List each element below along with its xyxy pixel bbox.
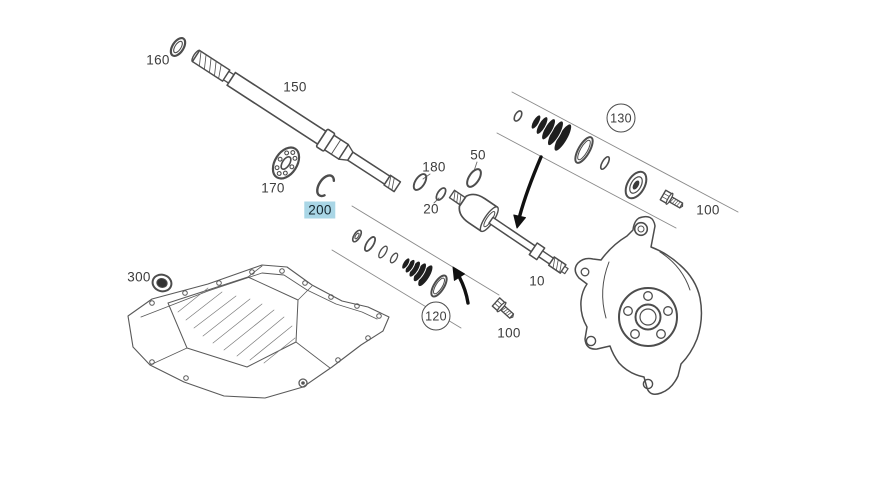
callout-130-7[interactable]: 130: [606, 103, 636, 133]
part-axle-assembly-10: [448, 189, 569, 275]
callout-100-11[interactable]: 100: [497, 325, 521, 341]
callout-20-6[interactable]: 20: [423, 201, 439, 217]
part-shaft-150: [191, 49, 402, 193]
kit-130-joint-housing: [624, 170, 648, 200]
kit-120-large-ring: [430, 274, 448, 298]
kit-120-clamp: [389, 252, 399, 264]
kit-130-boot: [530, 114, 573, 152]
install-arrow-120-to-axle: [452, 266, 470, 305]
part-seal-160: [169, 36, 187, 58]
part-oil-pan: [127, 264, 390, 399]
oil-pan-hatching: [177, 287, 296, 364]
oil-pan-bolt-holes: [149, 268, 382, 381]
part-clamp-20: [435, 187, 447, 201]
kit-130-small-ring: [599, 155, 611, 171]
part-clamp-50: [466, 168, 482, 188]
part-bearing-170: [271, 146, 301, 180]
install-arrow-130-to-axle: [513, 155, 543, 229]
kit-130-large-ring: [574, 136, 594, 164]
callout-120-10[interactable]: 120: [421, 301, 451, 331]
callout-170-2[interactable]: 170: [261, 180, 285, 196]
callout-180-4[interactable]: 180: [422, 159, 446, 175]
kit-120-boot: [401, 257, 434, 288]
part-snap-ring-200: [316, 174, 336, 198]
callout-10-9[interactable]: 10: [529, 273, 545, 289]
callout-200-3[interactable]: 200: [304, 201, 336, 219]
part-steering-knuckle: [574, 215, 703, 395]
knuckle-lug-holes: [623, 291, 673, 339]
kit-130-bolt-100: [659, 189, 684, 209]
part-ring-180: [412, 173, 428, 191]
kit-130-clamp: [513, 110, 523, 122]
kit-130-parts: [513, 110, 684, 209]
callout-100-8[interactable]: 100: [696, 202, 720, 218]
callout-160-0[interactable]: 160: [146, 52, 170, 68]
kit-120-ring-2: [378, 245, 388, 259]
part-plug-300: [151, 273, 173, 293]
kit-130-bracket: [496, 91, 739, 229]
kit-120-parts: [351, 229, 515, 319]
callout-50-5[interactable]: 50: [470, 147, 486, 163]
kit-120-bolt-100: [491, 297, 515, 319]
kit-120-washer: [351, 229, 363, 243]
kit-120-ring: [363, 236, 377, 252]
callout-150-1[interactable]: 150: [283, 79, 307, 95]
callout-300-12[interactable]: 300: [127, 269, 151, 285]
